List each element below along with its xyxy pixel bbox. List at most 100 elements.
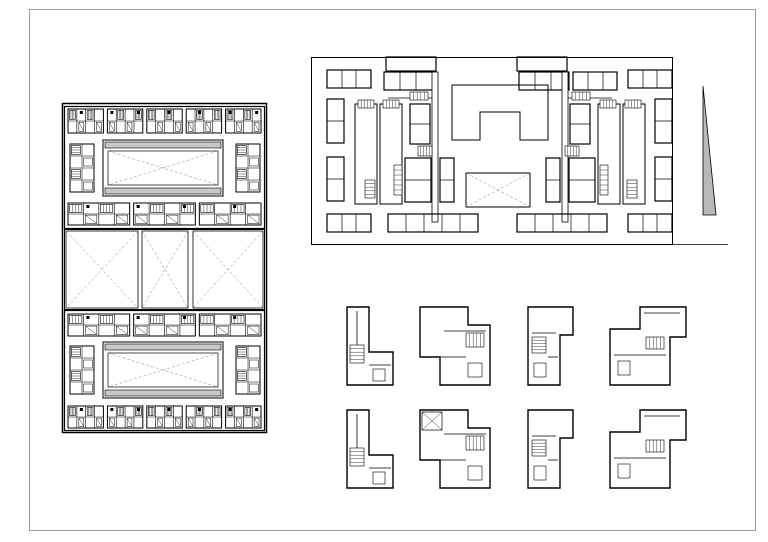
stair xyxy=(531,439,547,457)
unit-outline xyxy=(346,409,394,489)
stair xyxy=(69,110,76,120)
column xyxy=(233,316,237,319)
upper-courtyard-top-band xyxy=(104,141,222,149)
bath-fixture xyxy=(253,417,260,427)
stair xyxy=(69,315,83,324)
stair xyxy=(645,439,665,453)
column xyxy=(255,408,259,411)
stair xyxy=(69,407,76,416)
floor-plan-drawing xyxy=(311,56,728,245)
bath-fixture xyxy=(157,417,163,427)
stair-frame xyxy=(564,145,580,157)
column xyxy=(136,205,140,208)
bath-fixture xyxy=(126,417,133,427)
apartment-cluster xyxy=(185,108,223,134)
stair-frame xyxy=(626,179,638,199)
bath xyxy=(467,465,483,481)
stair xyxy=(71,169,81,179)
bath-fixture xyxy=(85,325,97,335)
apartment-cluster xyxy=(225,108,262,134)
upper-left-rooms-column xyxy=(69,143,95,193)
apartment-cluster xyxy=(198,202,262,226)
stair-frame xyxy=(417,145,433,157)
stair xyxy=(624,99,642,109)
bath-fixture xyxy=(85,214,97,224)
floor-plan-centre xyxy=(451,84,549,208)
stair xyxy=(71,145,81,155)
bath xyxy=(533,362,547,378)
bridge-bay-1 xyxy=(65,230,139,309)
floor-plan-right-tower xyxy=(516,98,673,233)
stair-frame xyxy=(531,439,547,457)
stair xyxy=(564,145,580,157)
apartment-stack xyxy=(69,143,95,193)
bath xyxy=(82,157,93,167)
apartment-cluster xyxy=(106,108,144,134)
column xyxy=(110,111,114,114)
site-wedge xyxy=(702,85,717,216)
column xyxy=(79,408,83,411)
stair xyxy=(181,315,195,324)
unit-plan-r1-c3 xyxy=(527,306,574,386)
column xyxy=(110,408,114,411)
bath xyxy=(248,181,259,191)
stair xyxy=(244,110,251,120)
bath-fixture xyxy=(216,325,229,335)
bath-fixture xyxy=(96,122,102,132)
bath-fixture xyxy=(205,122,211,132)
bath xyxy=(617,463,631,479)
bath-fixture xyxy=(109,417,115,427)
bath-fixture xyxy=(247,325,260,335)
bath xyxy=(82,359,93,369)
apartment-stack xyxy=(235,345,261,395)
apartment-cluster xyxy=(67,405,104,429)
bath-fixture xyxy=(126,122,133,132)
stair xyxy=(237,145,247,155)
bath xyxy=(248,157,259,167)
column xyxy=(182,205,186,208)
bath xyxy=(467,362,483,378)
stair-frame xyxy=(382,99,400,109)
stair-frame xyxy=(357,99,375,109)
bath-fixture xyxy=(175,417,181,427)
stair-frame xyxy=(645,439,665,453)
stair xyxy=(86,110,94,120)
stair xyxy=(465,435,485,451)
central-void xyxy=(465,172,531,208)
upper-courtyard xyxy=(102,139,224,197)
sheet-frame xyxy=(29,9,756,531)
stair xyxy=(531,336,547,354)
void-diagonal xyxy=(421,411,443,431)
apartment-cluster xyxy=(146,405,183,429)
column xyxy=(198,111,202,114)
stair xyxy=(237,371,247,381)
stair xyxy=(150,204,164,213)
bath-fixture xyxy=(116,214,128,224)
lower-right-rooms-column xyxy=(235,345,261,395)
stair xyxy=(69,204,83,213)
bath-fixture xyxy=(188,122,194,132)
stair-frame xyxy=(531,336,547,354)
stair xyxy=(237,169,247,179)
site-plan-outline xyxy=(61,102,268,434)
stair xyxy=(626,179,638,199)
stair xyxy=(86,407,94,416)
bath-fixture xyxy=(116,325,128,335)
column xyxy=(228,111,232,114)
lower-building-block xyxy=(63,309,266,432)
column xyxy=(167,111,171,114)
stair xyxy=(226,407,234,416)
column xyxy=(86,316,90,319)
bridge-bay-2 xyxy=(141,230,189,309)
stair-frame xyxy=(409,91,429,101)
stair xyxy=(150,315,164,324)
stair xyxy=(200,315,214,324)
stair xyxy=(645,336,665,350)
apartment-cluster xyxy=(225,405,262,429)
unit-outline xyxy=(346,306,394,386)
floor-plan-outline xyxy=(311,57,673,245)
column xyxy=(167,408,171,411)
stair xyxy=(100,204,114,213)
stair xyxy=(117,110,124,120)
bath-fixture xyxy=(135,214,148,224)
